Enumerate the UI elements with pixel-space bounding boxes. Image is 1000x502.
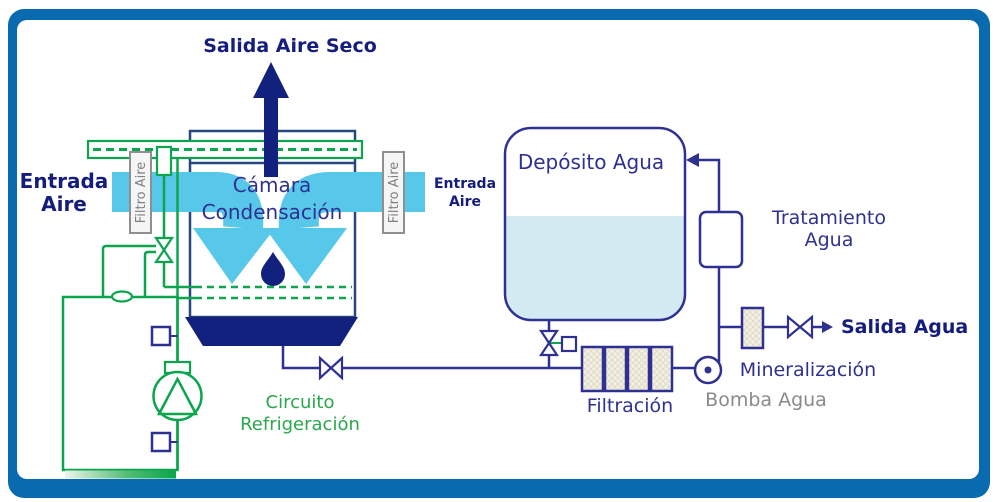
- treatment-label-2: Agua: [805, 229, 854, 251]
- air-filter-right-label: Filtro Aire: [387, 162, 402, 224]
- tank-drain-valve: [538, 329, 578, 357]
- air-inlet-left-label-2: Aire: [41, 192, 87, 216]
- evaporator-coil-bottom: [195, 285, 352, 300]
- drain-port-square: [560, 335, 578, 353]
- treatment-label-1: Tratamiento: [771, 207, 886, 229]
- tank-inlet-arrow-icon: [686, 153, 699, 167]
- water-outlet-label: Salida Agua: [841, 316, 968, 338]
- cooling-circuit-label-1: Circuito: [266, 392, 335, 413]
- filter-cartridge: [649, 345, 674, 393]
- refrigerant-return-line: [101, 244, 156, 296]
- mineralization-label: Mineralización: [740, 359, 876, 381]
- water-pump-label: Bomba Agua: [705, 389, 827, 411]
- sight-glass-icon: [110, 290, 134, 303]
- service-port-square: [150, 431, 172, 453]
- air-filter-left-box: [129, 151, 152, 234]
- page-frame: [8, 9, 990, 498]
- dry-air-outlet-label: Salida Aire Seco: [203, 35, 377, 57]
- cooling-circuit-label-2: Refrigeración: [240, 414, 360, 435]
- water-pump-icon: [693, 355, 723, 385]
- expansion-valve-icon: [153, 236, 175, 264]
- air-inlet-right-label-1: Entrada: [434, 176, 496, 192]
- water-tank-label: Depósito Agua: [518, 150, 664, 174]
- air-filters: [129, 151, 405, 234]
- water-piping: [281, 158, 824, 370]
- filter-drier: [155, 145, 173, 177]
- filter-cartridge: [626, 345, 651, 393]
- water-outlet-arrow-icon: [822, 321, 833, 333]
- tank-water-level: [505, 216, 685, 320]
- water-drop-icon: [261, 252, 285, 286]
- air-arrowhead-left-icon: [193, 228, 275, 284]
- compressor-icon: [152, 360, 203, 422]
- filter-cartridge: [603, 345, 628, 393]
- filtration-cartridges: [580, 345, 674, 393]
- chamber-label-1: Cámara: [233, 173, 311, 197]
- water-outlet-valve-icon: [786, 314, 814, 340]
- dry-air-arrow-icon: [253, 62, 289, 177]
- air-band-right: [278, 172, 425, 230]
- condenser-gradient-bar: [65, 470, 176, 479]
- air-inlet-right-label-2: Aire: [449, 194, 481, 210]
- water-tank: [503, 126, 687, 322]
- air-filter-left-label: Filtro Aire: [134, 162, 149, 224]
- air-filter-right-box: [382, 151, 405, 234]
- air-arrowhead-right-icon: [265, 228, 347, 284]
- service-ports: [150, 325, 178, 453]
- filter-cartridge: [580, 345, 605, 393]
- air-flow-bands: [112, 172, 425, 284]
- drain-pan: [185, 317, 358, 346]
- riser-pipe: [690, 158, 721, 362]
- air-band-left: [112, 172, 264, 230]
- water-treatment-box: [698, 210, 744, 269]
- chamber-label-2: Condensación: [202, 200, 343, 224]
- condensate-valve-icon: [318, 355, 344, 381]
- service-port-square: [150, 325, 172, 347]
- air-inlet-left-label-1: Entrada: [20, 169, 109, 193]
- filtration-label: Filtración: [587, 395, 673, 417]
- mineralization-cartridge: [740, 306, 765, 350]
- condensate-pipe: [281, 346, 695, 370]
- tank-outline: [503, 126, 687, 322]
